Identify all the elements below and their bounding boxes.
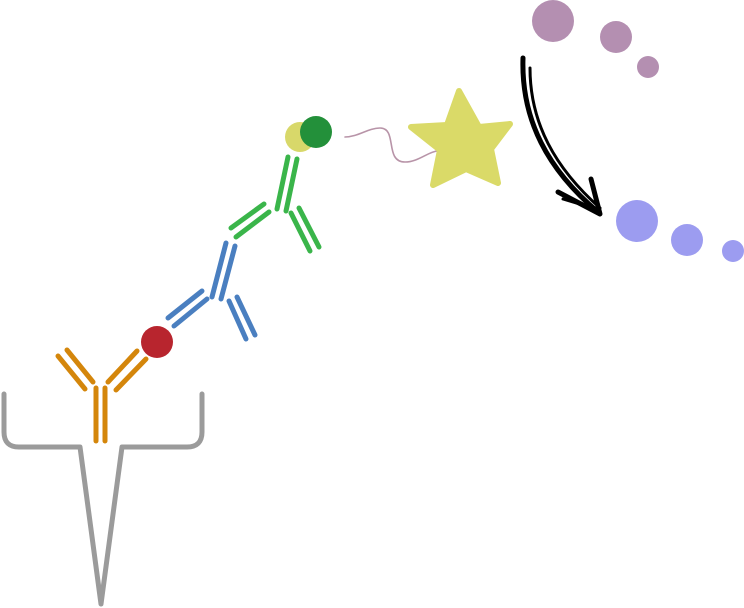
secondary-antibody [228,154,322,254]
reaction-arrow [520,55,603,217]
capture-antibody-arm-left-inner [55,353,88,392]
secondary-antibody-fc-inner [296,205,322,250]
conjugate-tag-dark [300,116,332,148]
reaction-arrow-shaft-inner [528,66,602,210]
capture-antibody-arm-right-inner [113,356,149,393]
product-dot-small [722,240,744,262]
detection-antibody-stem-left [209,240,229,300]
capture-antibody-arm-right-outer [105,348,140,385]
substrate-dot-small [637,56,659,78]
secondary-antibody-stem-right [283,156,300,214]
secondary-antibody-stem-left [274,154,291,212]
microplate-well [1,391,205,607]
substrate-dot-medium [600,21,632,53]
capture-antibody-arm-left-outer [64,347,96,385]
detection-antibody-stem-right [218,243,238,302]
reaction-arrow-head-inner [561,197,598,211]
detection-antibody-arm-outer [165,288,205,321]
capture-antibody [55,347,149,444]
secondary-antibody-arm-inner [233,209,272,240]
antigen [141,326,173,358]
substrate [532,0,659,78]
detection-antibody [165,240,258,342]
product-dot-medium [671,224,703,256]
linker [344,127,438,163]
detection-antibody-arm-inner [171,296,210,329]
secondary-antibody-fc-outer [288,210,313,254]
reaction-arrow-head [555,176,603,217]
secondary-antibody-arm-outer [228,201,267,231]
reaction-arrow-shaft-outer [520,55,601,215]
detection-antibody-fc-inner [234,294,258,338]
substrate-dot-large [532,0,574,42]
detection-antibody-fc-outer [226,298,249,342]
product-dot-large [616,200,658,242]
product [616,200,744,262]
enzyme-star [408,88,513,188]
